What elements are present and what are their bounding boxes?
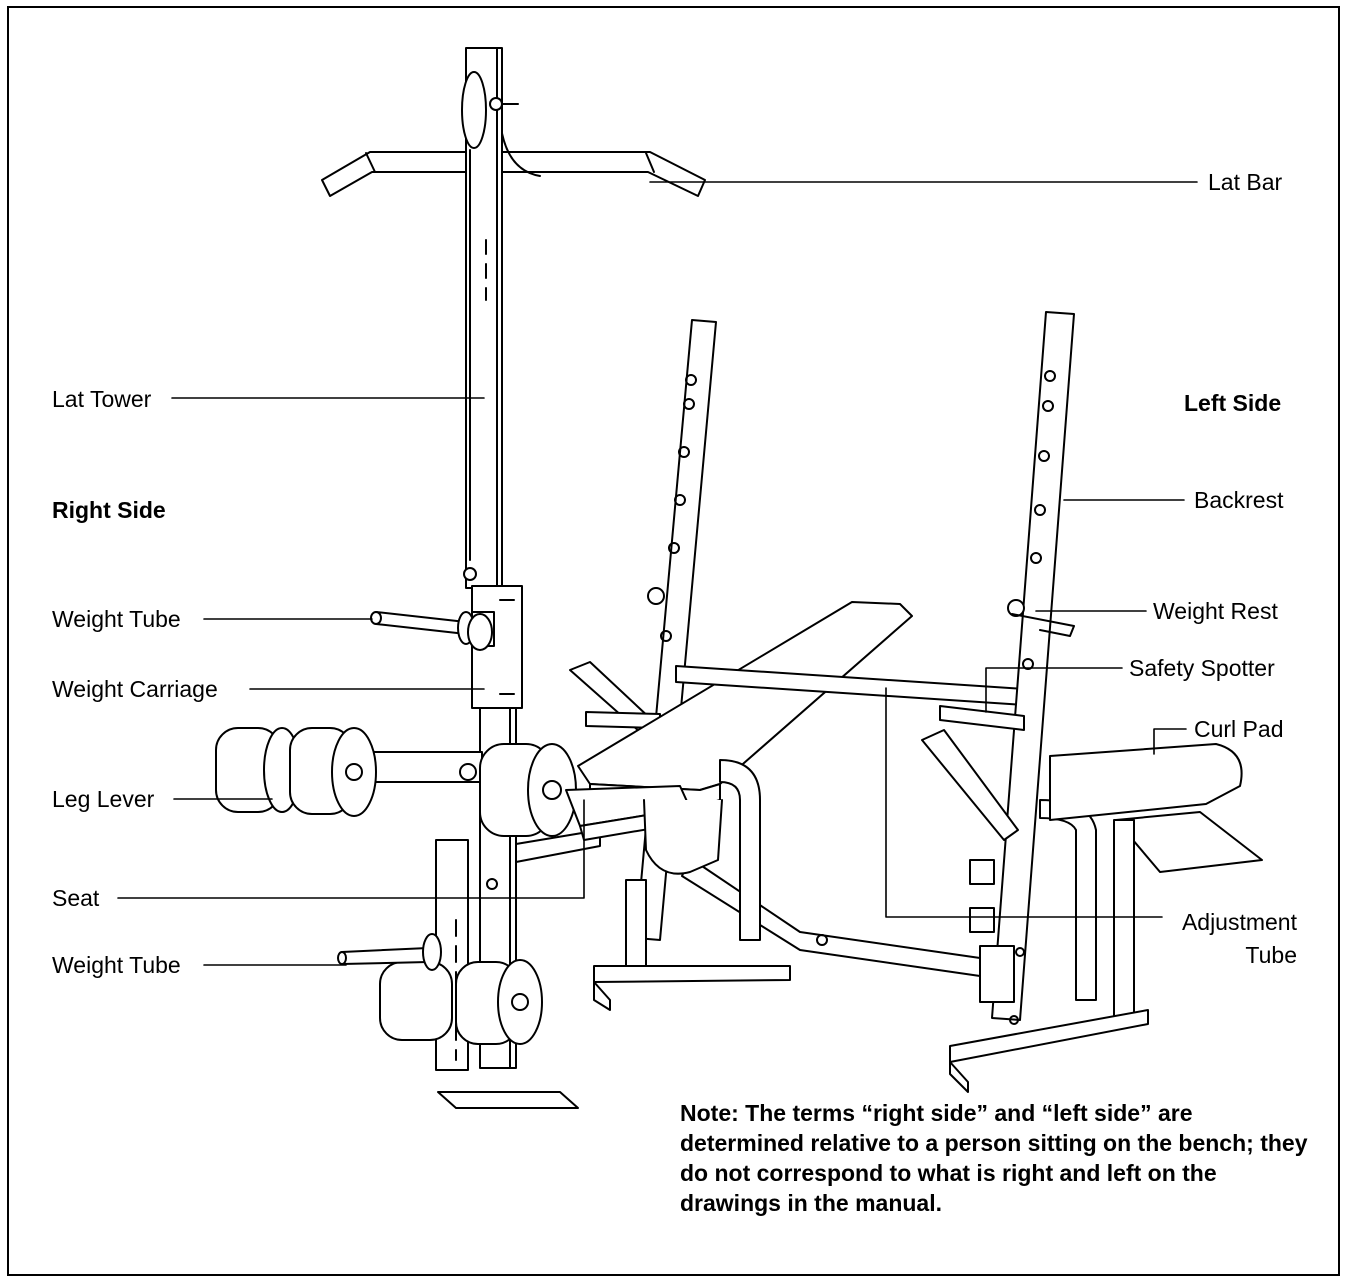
curl-pad (1049, 743, 1263, 873)
lat-tower (461, 47, 519, 589)
label-seat: Seat (52, 885, 100, 911)
label-curl-pad: Curl Pad (1194, 716, 1284, 742)
label-weight-tube-lower: Weight Tube (52, 952, 181, 978)
label-adjustment-tube-line2: Tube (1245, 942, 1297, 968)
label-lat-bar: Lat Bar (1208, 169, 1283, 195)
label-backrest: Backrest (1194, 487, 1284, 513)
label-right-side: Right Side (52, 497, 166, 523)
label-weight-tube-upper: Weight Tube (52, 606, 181, 632)
leg-lever (215, 727, 577, 1071)
label-adjustment-tube-line1: Adjustment (1181, 909, 1297, 935)
label-weight-rest: Weight Rest (1153, 598, 1278, 624)
left-upright (921, 311, 1075, 1025)
label-lat-tower: Lat Tower (52, 386, 152, 412)
lat-bar (321, 119, 706, 197)
seat-pad (565, 785, 723, 875)
left-base (949, 819, 1149, 1093)
leader-lines (117, 181, 1198, 966)
diagram-frame (7, 6, 1340, 1276)
weight-tubes (337, 611, 493, 971)
label-left-side: Left Side (1184, 390, 1282, 416)
orientation-note: Note: The terms “right side” and “left s… (680, 1100, 1308, 1216)
label-safety-spotter: Safety Spotter (1129, 655, 1275, 681)
label-leg-lever: Leg Lever (52, 786, 155, 812)
label-weight-carriage: Weight Carriage (52, 676, 218, 702)
